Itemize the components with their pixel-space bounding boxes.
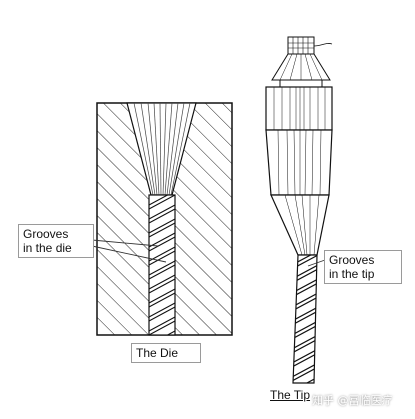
tip-assembly (265, 36, 333, 384)
label-grooves-in-the-die: Grooves in the die (18, 224, 94, 258)
die-block (96, 102, 233, 336)
watermark: 知乎 @冨临医疗 (312, 394, 393, 407)
tip-leader-line (307, 259, 326, 267)
label-grooves-in-the-tip: Grooves in the tip (324, 250, 402, 284)
label-the-tip: The Tip (270, 388, 311, 402)
label-the-die: The Die (131, 343, 201, 363)
die-leader-lines (91, 239, 167, 263)
